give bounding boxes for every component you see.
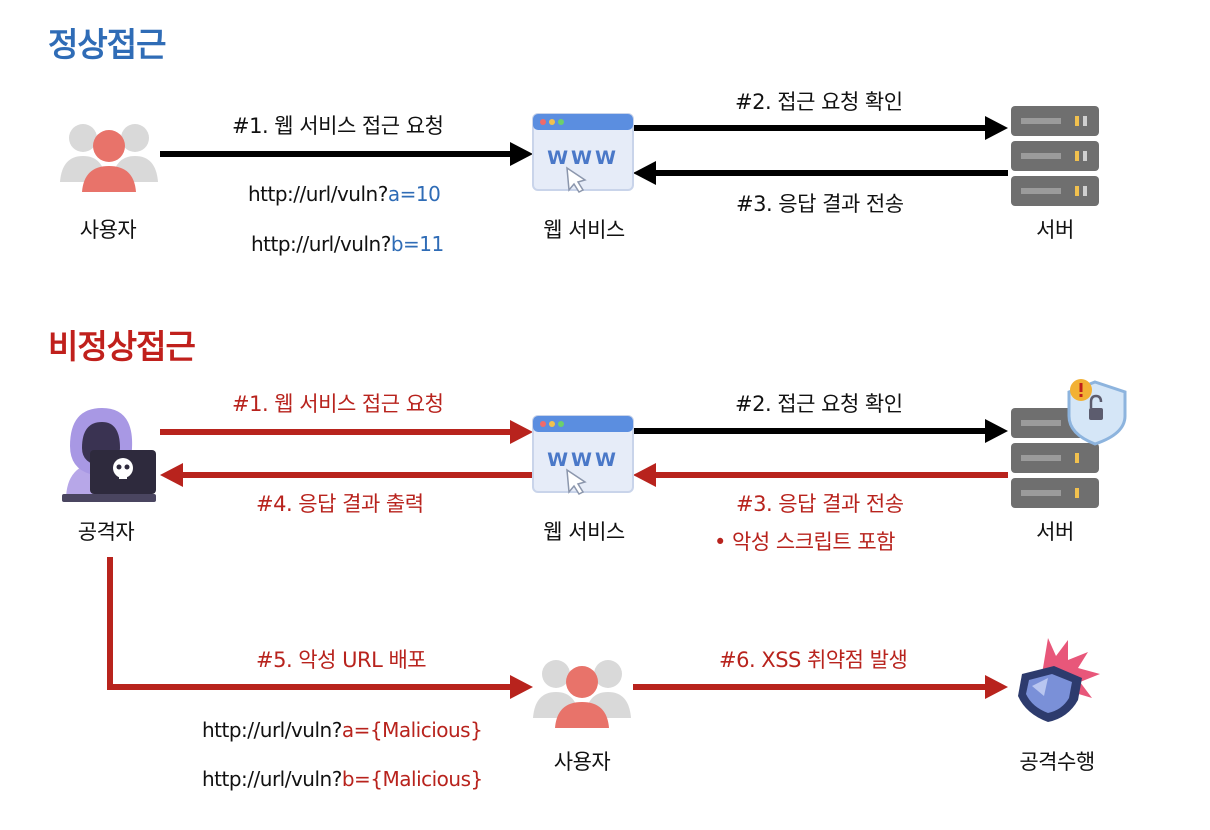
- user-group-icon: [533, 660, 631, 728]
- abnormal-step4-label: #4. 응답 결과 출력: [256, 492, 424, 516]
- svg-text:WWW: WWW: [547, 147, 619, 169]
- hacker-icon: [62, 408, 156, 502]
- web-browser-icon: WWW: [532, 415, 634, 495]
- abnormal-step5-label: #5. 악성 URL 배포: [256, 648, 427, 672]
- attack-shield-icon: [1018, 638, 1100, 722]
- abnormal-step3-label: #3. 응답 결과 전송: [736, 492, 904, 516]
- abnormal-step1-label: #1. 웹 서비스 접근 요청: [232, 392, 444, 416]
- normal-step2-label: #2. 접근 요청 확인: [735, 90, 903, 114]
- url-param: b=11: [390, 232, 444, 256]
- normal-web-label: 웹 서비스: [543, 218, 625, 242]
- server-icon: [1011, 106, 1099, 206]
- abnormal-url-b: http://url/vuln?b={Malicious}: [202, 767, 483, 791]
- normal-step1-label: #1. 웹 서비스 접근 요청: [232, 114, 444, 138]
- normal-url-b: http://url/vuln?b=11: [251, 232, 444, 256]
- compromised-server-icon: [1011, 379, 1127, 508]
- abnormal-step3-bullet: • 악성 스크립트 포함: [714, 530, 895, 554]
- normal-section-title: 정상접근: [48, 25, 166, 64]
- url-prefix: http://url/vuln?: [202, 767, 342, 791]
- url-param: a=10: [387, 182, 441, 206]
- web-browser-icon: WWW: [532, 113, 634, 193]
- attack-label: 공격수행: [1019, 750, 1095, 774]
- user-group-icon: [60, 124, 158, 192]
- abnormal-user-label: 사용자: [553, 750, 611, 774]
- url-param: b={Malicious}: [341, 767, 483, 791]
- abnormal-step6-label: #6. XSS 취약점 발생: [719, 648, 908, 672]
- attacker-label: 공격자: [77, 520, 135, 544]
- url-prefix: http://url/vuln?: [248, 182, 388, 206]
- abnormal-step2-label: #2. 접근 요청 확인: [735, 392, 903, 416]
- normal-user-label: 사용자: [79, 218, 137, 242]
- svg-text:WWW: WWW: [547, 449, 619, 471]
- arrow-abnormal-5: [107, 557, 510, 690]
- abnormal-server-label: 서버: [1036, 520, 1074, 544]
- abnormal-url-a: http://url/vuln?a={Malicious}: [202, 718, 483, 742]
- url-prefix: http://url/vuln?: [251, 232, 391, 256]
- url-param: a={Malicious}: [341, 718, 483, 742]
- normal-server-label: 서버: [1036, 218, 1074, 242]
- normal-url-a: http://url/vuln?a=10: [248, 182, 441, 206]
- url-prefix: http://url/vuln?: [202, 718, 342, 742]
- normal-step3-label: #3. 응답 결과 전송: [736, 192, 904, 216]
- abnormal-web-label: 웹 서비스: [543, 520, 625, 544]
- abnormal-section-title: 비정상접근: [48, 327, 196, 366]
